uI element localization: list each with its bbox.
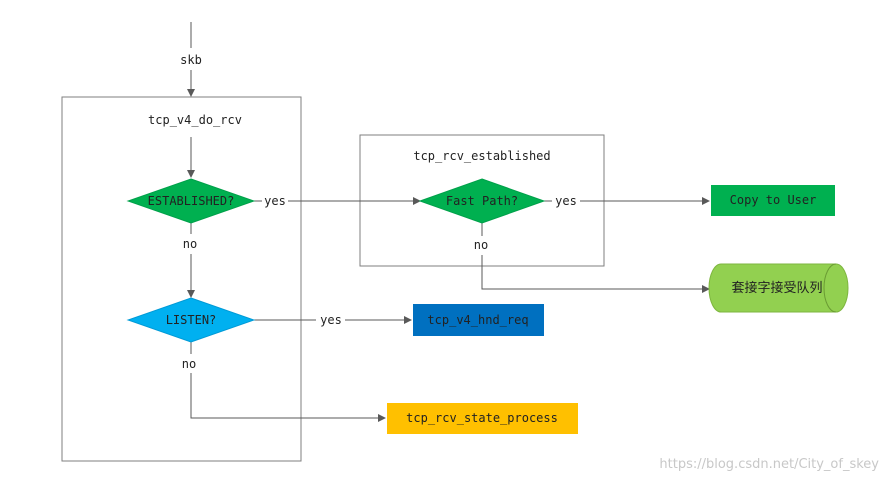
established-yes-label: yes (264, 194, 286, 208)
fastpath-yes-label: yes (555, 194, 577, 208)
fastpath-no-label: no (474, 238, 488, 252)
copy-to-user-label: Copy to User (730, 193, 817, 207)
state-process-label: tcp_rcv_state_process (406, 411, 558, 425)
socket-queue-label: 套接字接受队列 (731, 280, 822, 296)
fastpath-decision-label: Fast Path? (446, 194, 518, 208)
listen-diamond (126, 297, 256, 343)
main-function-box (61, 96, 302, 462)
fastpath-no-arrow (481, 255, 710, 293)
established-decision-label: ESTABLISHED? (148, 194, 235, 208)
hnd-req-label: tcp_v4_hnd_req (427, 313, 528, 327)
listen-yes-label: yes (320, 313, 342, 327)
established-diamond (126, 178, 256, 224)
watermark: https://blog.csdn.net/City_of_skey (659, 457, 879, 472)
copy-to-user-box (711, 185, 835, 216)
socket-queue-cylinder (708, 263, 849, 313)
established-no-label: no (183, 237, 197, 251)
listen-decision-label: LISTEN? (166, 313, 217, 327)
fastpath-diamond (418, 178, 546, 224)
rcv-box-title: tcp_rcv_established (413, 149, 550, 163)
state-process-box (387, 403, 578, 434)
hnd-req-box (413, 304, 544, 336)
listen-no-arrow (190, 373, 386, 422)
listen-no-label: no (182, 357, 196, 371)
main-box-title: tcp_v4_do_rcv (148, 113, 242, 127)
entry-label: skb (180, 53, 202, 67)
